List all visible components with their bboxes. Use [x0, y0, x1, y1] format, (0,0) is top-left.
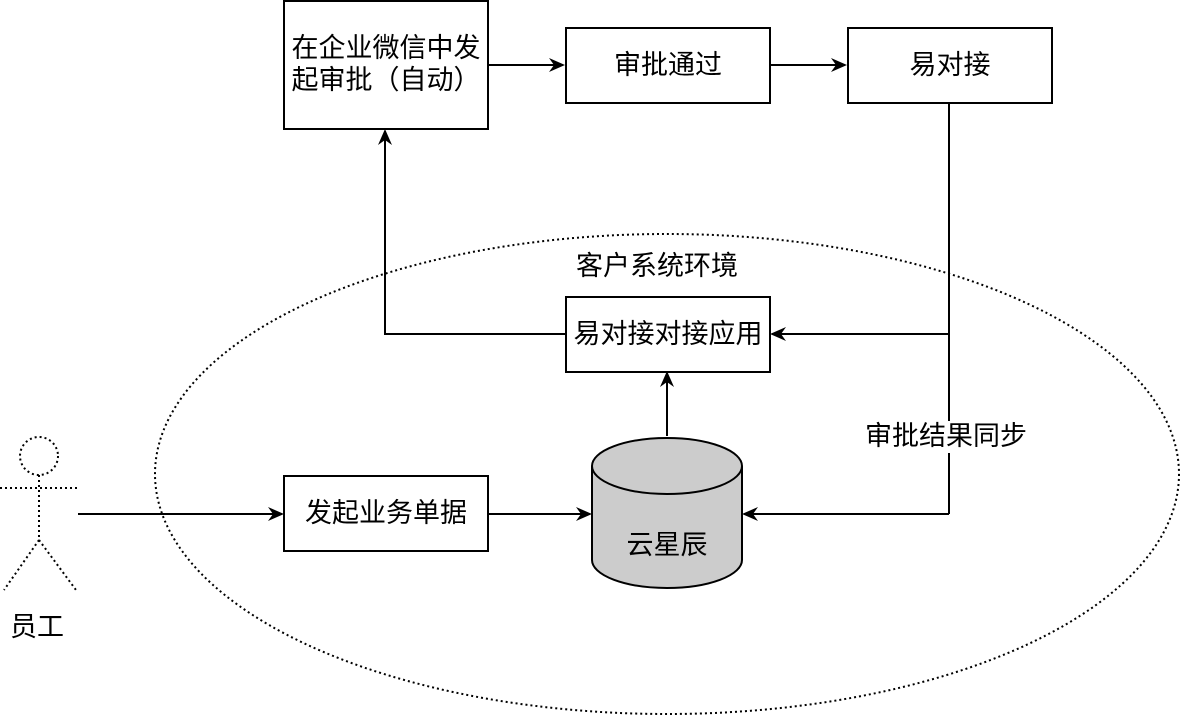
environment-label: 客户系统环境 [576, 251, 738, 282]
node-database-label: 云星辰 [626, 530, 708, 561]
node-wechat-approval: 在企业微信中发起审批（自动） [283, 0, 489, 130]
actor-label: 员工 [10, 612, 64, 643]
environment-boundary [154, 233, 1180, 715]
node-yiduijie: 易对接 [847, 27, 1053, 104]
database-icon [591, 437, 743, 589]
node-initiate-document: 发起业务单据 [283, 475, 489, 552]
edge-app-to-wechat [378, 129, 566, 335]
actor-icon [0, 436, 78, 591]
node-yiduijie-app: 易对接对接应用 [565, 296, 771, 373]
sync-label: 审批结果同步 [865, 421, 1027, 453]
node-approved: 审批通过 [565, 27, 771, 104]
